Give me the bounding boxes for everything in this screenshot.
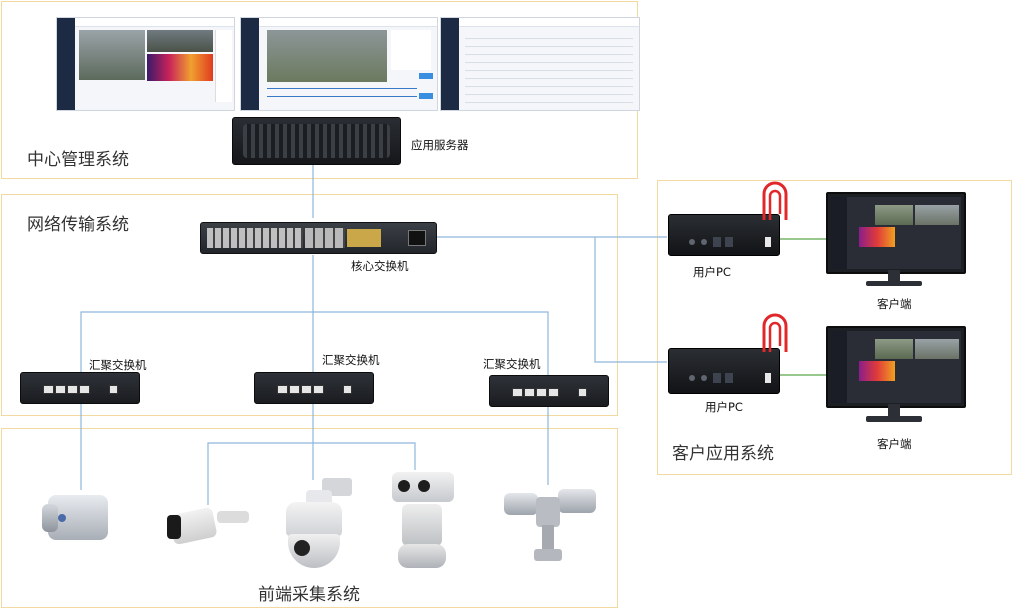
user-pc-1 (668, 214, 780, 256)
core-switch-label: 核心交换机 (351, 259, 409, 273)
agg-switch-2 (254, 372, 374, 404)
client-monitor-1 (826, 192, 966, 274)
agg-switch-1-label: 汇聚交换机 (89, 358, 147, 372)
user-pc-2 (668, 348, 780, 394)
monitor-screenshot-2 (240, 17, 438, 111)
explosion-proof-ptz-camera (500, 483, 600, 565)
monitor-base-1 (866, 281, 922, 286)
monitor-screenshot-1 (56, 17, 235, 111)
center-zone-title: 中心管理系统 (27, 150, 129, 170)
monitor-base-2 (866, 416, 922, 422)
agg-switch-1 (20, 372, 140, 404)
core-switch (200, 222, 437, 254)
network-transmission-zone (1, 194, 618, 416)
dome-ptz-camera (282, 476, 356, 570)
dual-spectrum-ptz-camera (390, 470, 456, 570)
explosion-proof-camera (40, 490, 118, 550)
monitor-stand-1 (888, 270, 900, 282)
frontend-zone-title: 前端采集系统 (258, 585, 360, 605)
application-server (232, 117, 401, 165)
bullet-camera (165, 505, 253, 547)
frontend-collection-zone (1, 428, 618, 608)
client-application-zone (657, 180, 1012, 475)
client-monitor-2 (826, 326, 966, 408)
monitor-stand-2 (888, 404, 900, 418)
agg-switch-2-label: 汇聚交换机 (322, 353, 380, 367)
app-server-label: 应用服务器 (411, 138, 469, 152)
client-zone-title: 客户应用系统 (672, 444, 774, 464)
monitor-screenshot-3 (440, 17, 640, 111)
lock-icon-1 (762, 181, 788, 220)
user-pc-1-label: 用户PC (693, 265, 731, 279)
client-2-label: 客户端 (877, 437, 912, 451)
agg-switch-3 (489, 375, 609, 407)
lock-icon-2 (762, 313, 788, 352)
client-1-label: 客户端 (877, 297, 912, 311)
network-zone-title: 网络传输系统 (27, 215, 129, 235)
agg-switch-3-label: 汇聚交换机 (483, 357, 541, 371)
user-pc-2-label: 用户PC (705, 400, 743, 414)
